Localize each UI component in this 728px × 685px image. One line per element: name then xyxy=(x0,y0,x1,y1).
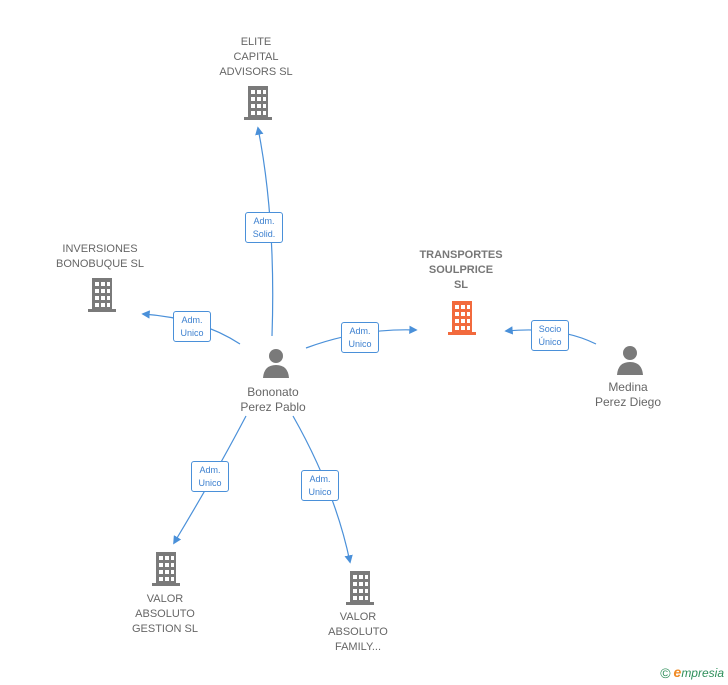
node-label-valor-gestion[interactable]: VALOR ABSOLUTO GESTION SL xyxy=(131,593,199,635)
building-icon xyxy=(88,278,116,312)
building-icon xyxy=(346,571,374,605)
person-icon xyxy=(617,346,643,375)
node-label-bonato[interactable]: Bononato Perez Pablo xyxy=(240,385,306,414)
node-label-inversiones[interactable]: INVERSIONES BONOBUQUE SL xyxy=(55,243,145,270)
edge-badge-to-transportes[interactable]: Adm. Unico xyxy=(341,322,379,353)
building-focus-icon xyxy=(448,301,476,335)
edge-badge-to-valor-family[interactable]: Adm. Unico xyxy=(301,470,339,501)
node-label-medina[interactable]: Medina Perez Diego xyxy=(594,380,662,409)
node-label-elite[interactable]: ELITE CAPITAL ADVISORS SL xyxy=(219,36,293,78)
edge-badge-medina-to-transportes[interactable]: Socio Único xyxy=(531,320,569,351)
edge-badge-to-inversiones[interactable]: Adm. Unico xyxy=(173,311,211,342)
node-label-valor-family[interactable]: VALOR ABSOLUTO FAMILY... xyxy=(328,611,388,653)
empresia-logo: ©empresia xyxy=(660,664,724,681)
edge-badge-to-valor-gestion[interactable]: Adm. Unico xyxy=(191,461,229,492)
copyright-icon: © xyxy=(660,665,671,681)
person-icon xyxy=(263,349,289,378)
edge-badge-to-elite[interactable]: Adm. Solid. xyxy=(245,212,283,243)
building-icon xyxy=(152,552,180,586)
building-icon xyxy=(244,86,272,120)
node-label-transportes[interactable]: TRANSPORTES SOULPRICE SL xyxy=(419,249,503,291)
